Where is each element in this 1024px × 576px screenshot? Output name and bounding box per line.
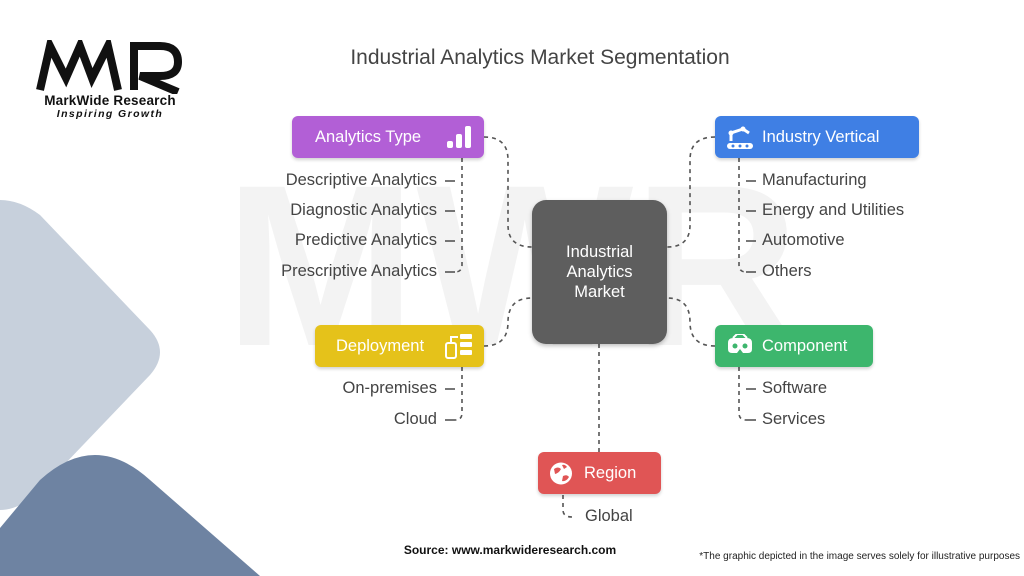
list-item: Services xyxy=(762,410,826,428)
connector-lines xyxy=(454,136,747,518)
segment-analytics-type: Analytics Type xyxy=(292,116,484,158)
vr-headset-icon xyxy=(728,334,752,353)
segment-label: Component xyxy=(762,336,848,355)
item-ticks xyxy=(445,180,756,421)
center-node: Industrial Analytics Market xyxy=(532,200,667,344)
decor-shape-upper xyxy=(0,200,160,510)
list-item: Others xyxy=(762,262,812,280)
list-item: Energy and Utilities xyxy=(762,201,905,219)
list-item: Software xyxy=(762,379,828,397)
list-item: Diagnostic Analytics xyxy=(290,201,437,219)
list-item: Prescriptive Analytics xyxy=(281,262,437,280)
segment-label: Deployment xyxy=(336,336,425,355)
segment-industry-vertical: Industry Vertical xyxy=(715,116,919,158)
segment-region: Region xyxy=(538,452,661,494)
list-item: Global xyxy=(585,507,633,525)
list-item: Descriptive Analytics xyxy=(285,171,437,189)
list-item: Automotive xyxy=(762,231,845,249)
page-title: Industrial Analytics Market Segmentation xyxy=(350,46,730,69)
robot-arm-icon xyxy=(727,126,753,149)
bar-chart-icon xyxy=(447,126,471,148)
decor-shape-lower xyxy=(0,455,260,576)
segment-label: Industry Vertical xyxy=(762,127,880,146)
disclaimer-note: *The graphic depicted in the image serve… xyxy=(699,551,1020,562)
segment-component: Component xyxy=(715,325,873,367)
segment-deployment: Deployment xyxy=(315,325,484,367)
device-network-icon xyxy=(445,334,472,359)
source-credit: Source: www.markwideresearch.com xyxy=(403,543,617,557)
list-item: On-premises xyxy=(342,379,437,397)
segment-label: Region xyxy=(584,463,637,482)
segment-label: Analytics Type xyxy=(315,127,422,146)
list-item: Predictive Analytics xyxy=(294,231,437,249)
logo-name: MarkWide Research xyxy=(44,93,176,108)
globe-icon xyxy=(550,462,572,485)
list-item: Manufacturing xyxy=(762,171,867,189)
logo-mark xyxy=(36,40,183,94)
center-label: Industrial Analytics Market xyxy=(566,243,633,301)
logo-tagline: Inspiring Growth xyxy=(56,108,164,120)
list-item: Cloud xyxy=(393,410,437,428)
